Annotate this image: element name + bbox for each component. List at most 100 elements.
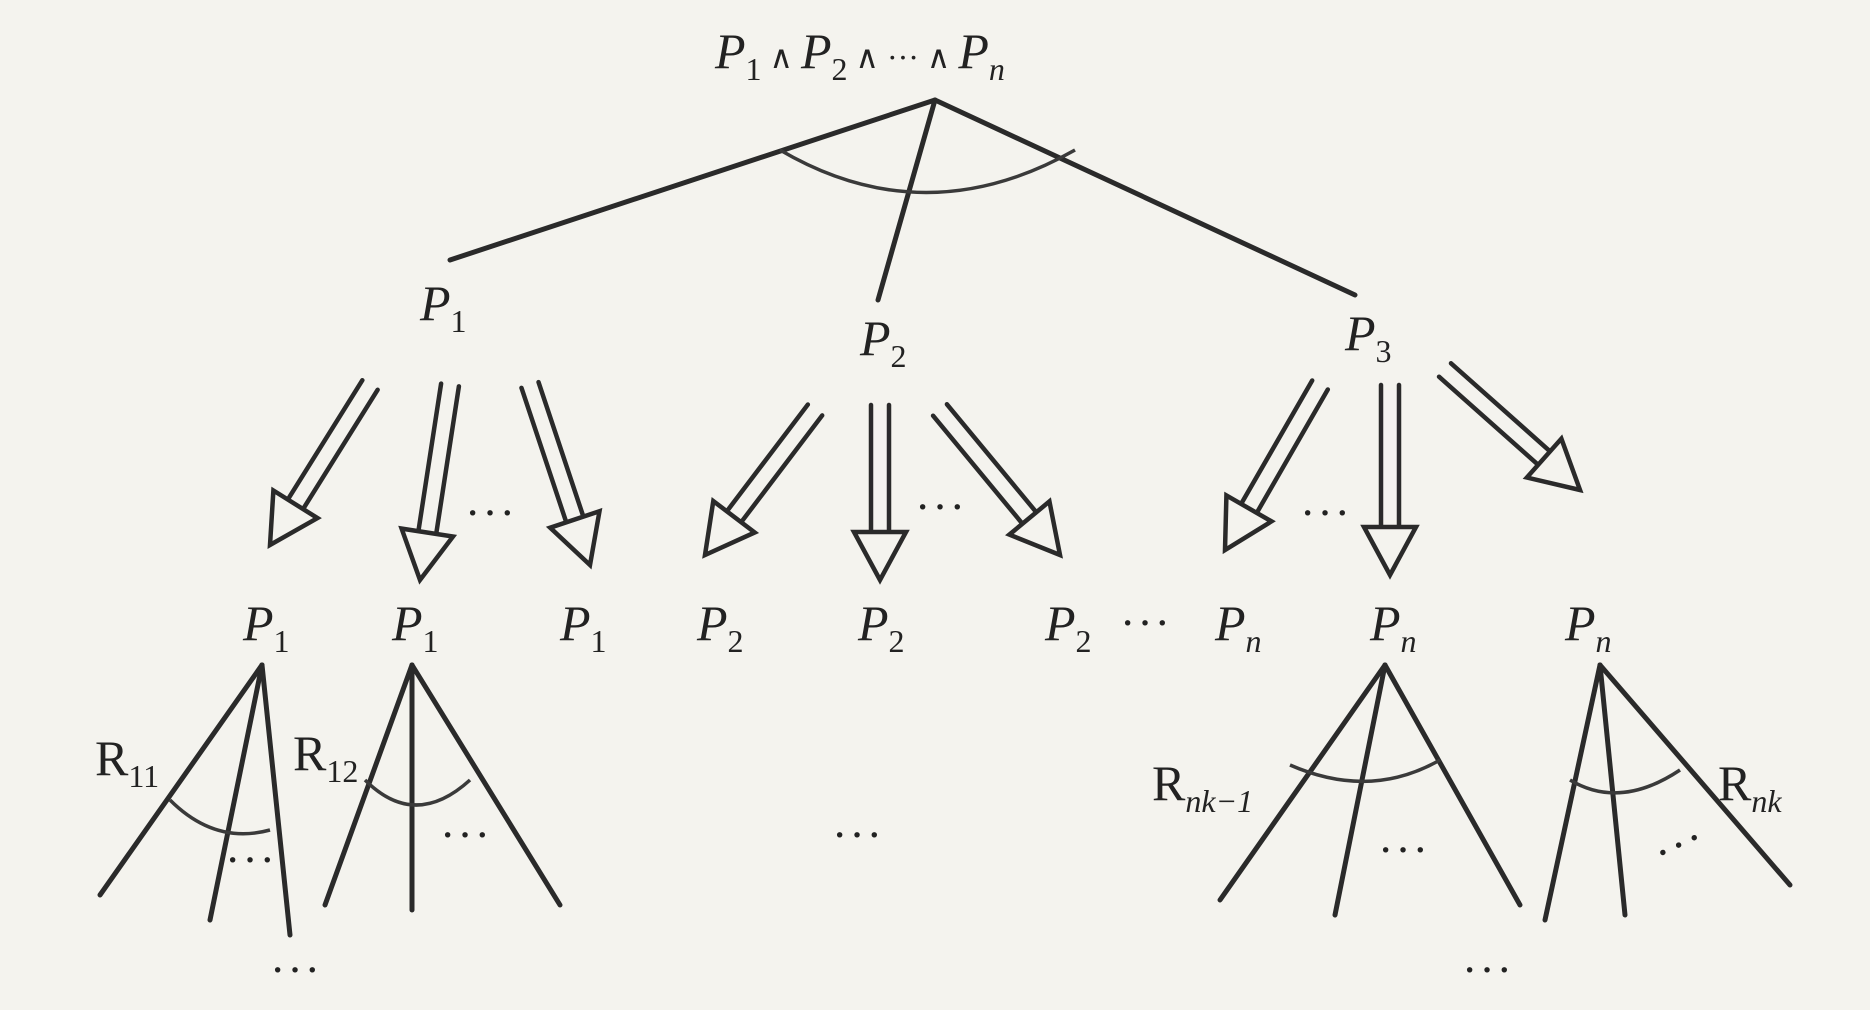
- level2-node-label: P2: [1044, 595, 1092, 659]
- level1-node-label: P2: [859, 310, 907, 374]
- ellipsis-arrows-p3: ···: [1300, 487, 1352, 538]
- node-subscript: n: [1401, 623, 1417, 659]
- node-subscript: 2: [728, 623, 744, 659]
- ellipsis-subtree-r11: ···: [225, 834, 277, 885]
- root-subscript: 1: [746, 51, 762, 87]
- arrow-head: [1005, 497, 1064, 559]
- arrow-head: [702, 496, 760, 559]
- node-subscript: 11: [128, 758, 159, 794]
- subtree-line: [1217, 662, 1388, 903]
- arrow-shaft: [724, 402, 811, 514]
- node-base: P: [857, 595, 889, 651]
- node-base: P: [1564, 595, 1596, 651]
- edge-root-p2: [875, 97, 938, 303]
- arrow-shaft: [738, 413, 825, 525]
- arrow-shaft: [1448, 361, 1553, 454]
- node-base: R: [293, 725, 327, 781]
- node-base: P: [859, 310, 891, 366]
- ellipsis-bottom-right: ···: [1462, 944, 1514, 995]
- subtree-line: [207, 662, 265, 923]
- level2-node-label: Pn: [1369, 595, 1417, 659]
- node-base: P: [696, 595, 728, 651]
- root-base: P: [714, 23, 746, 79]
- subtree-line: [1332, 662, 1388, 918]
- node-base: R: [1718, 755, 1752, 811]
- node-subscript: 1: [591, 623, 607, 659]
- ellipsis-level2: ···: [1120, 597, 1172, 648]
- edge-root-p3: [932, 97, 1358, 298]
- node-subscript: nk−1: [1185, 783, 1253, 819]
- node-subscript: 3: [1376, 333, 1392, 369]
- node-subscript: 1: [274, 623, 290, 659]
- rule-label: Rnk: [1718, 755, 1782, 819]
- node-base: P: [1369, 595, 1401, 651]
- and-arc-rnk-1: [1289, 758, 1441, 784]
- arrow-head: [1360, 524, 1420, 580]
- subtree-line: [1382, 662, 1523, 908]
- arrow-shaft: [944, 402, 1039, 515]
- ellipsis-arrows-p2: ···: [915, 481, 967, 532]
- node-subscript: n: [1246, 623, 1262, 659]
- arrow-shaft: [1254, 387, 1331, 516]
- root-subscript: n: [989, 51, 1005, 87]
- and-arc-root: [779, 148, 1076, 195]
- arrow-head: [1222, 491, 1276, 555]
- root-base: P: [800, 23, 832, 79]
- arrow-shaft: [1436, 374, 1541, 468]
- ellipsis-subtree-r12: ···: [440, 809, 492, 860]
- rule-label: R12: [293, 725, 358, 789]
- arrow-shaft: [519, 385, 569, 525]
- arrow-shaft: [1238, 378, 1315, 507]
- level1-node-label: P3: [1344, 305, 1392, 369]
- subtree-line: [259, 662, 293, 938]
- root-node-label: P1 ∧ P2 ∧ ··· ∧ Pn: [714, 23, 1005, 87]
- node-base: P: [559, 595, 591, 651]
- arrow-shaft: [416, 381, 444, 534]
- arrow-head: [850, 529, 910, 585]
- node-subscript: 1: [451, 303, 467, 339]
- arrow-shaft: [930, 413, 1025, 527]
- root-operator: ∧ ··· ∧: [848, 39, 959, 75]
- root-subscript: 2: [832, 51, 848, 87]
- node-base: R: [1152, 755, 1186, 811]
- ellipsis-subtree-rnk: ···: [1645, 810, 1714, 878]
- node-subscript: 2: [889, 623, 905, 659]
- subtree-line: [409, 662, 563, 908]
- node-subscript: 1: [423, 623, 439, 659]
- ellipsis-bottom-left: ···: [270, 944, 322, 995]
- level2-node-label: P1: [242, 595, 290, 659]
- level2-node-label: P1: [559, 595, 607, 659]
- node-base: P: [1044, 595, 1076, 651]
- root-operator: ∧: [762, 39, 801, 75]
- level2-node-label: Pn: [1564, 595, 1612, 659]
- subtree-line: [97, 662, 265, 898]
- node-base: P: [391, 595, 423, 651]
- node-base: P: [419, 275, 451, 331]
- subtree-line: [1597, 662, 1628, 918]
- arrow-head: [1522, 434, 1584, 494]
- rule-label: Rnk−1: [1152, 755, 1253, 819]
- ellipsis-arrows-p1: ···: [465, 487, 517, 538]
- rule-label: R11: [95, 730, 159, 794]
- subtree-line: [1597, 662, 1793, 888]
- arrow-shaft: [536, 379, 586, 519]
- subtree-line: [1542, 662, 1603, 923]
- level1-node-label: P1: [419, 275, 467, 339]
- arrow-head: [267, 486, 322, 550]
- node-subscript: 2: [1076, 623, 1092, 659]
- level2-node-label: P2: [696, 595, 744, 659]
- arrow-shaft: [433, 384, 462, 537]
- and-arc-rnk: [1569, 768, 1681, 795]
- node-subscript: 12: [326, 753, 358, 789]
- level2-node-label: P2: [857, 595, 905, 659]
- ellipsis-middle: ···: [832, 809, 884, 860]
- node-subscript: 2: [891, 338, 907, 374]
- node-base: P: [1344, 305, 1376, 361]
- node-subscript: nk: [1751, 783, 1782, 819]
- level2-node-label: Pn: [1214, 595, 1262, 659]
- arrow-shaft: [300, 387, 380, 512]
- root-base: P: [957, 23, 989, 79]
- arrow-shaft: [285, 377, 365, 502]
